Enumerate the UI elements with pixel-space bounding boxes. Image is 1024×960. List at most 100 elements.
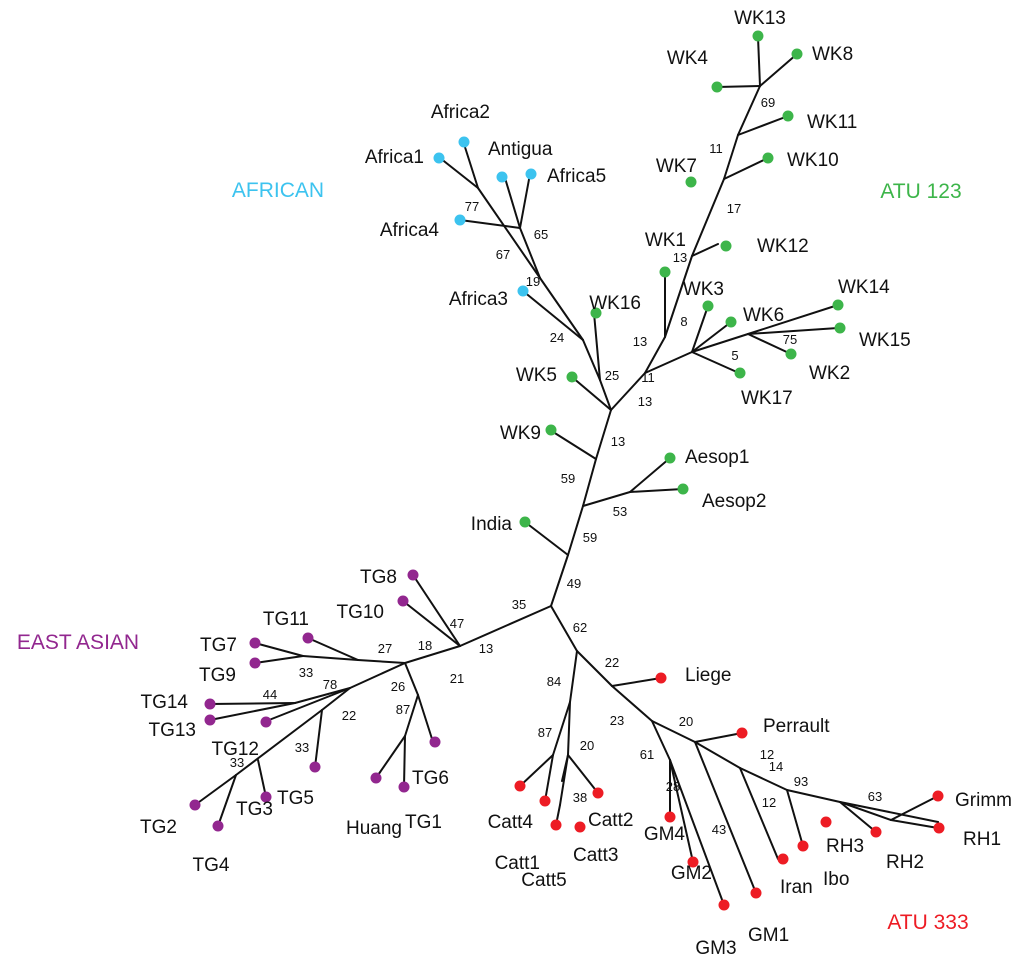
leaf-dot-wk17 [734, 367, 746, 379]
branch-4 [599, 379, 612, 411]
leaf-label-wk9: WK9 [500, 423, 541, 444]
leaf-dot-tg5 [309, 761, 321, 773]
leaf-dot-rh3 [820, 816, 832, 828]
leaf-label-wk7: WK7 [656, 156, 697, 177]
branch-30 [737, 115, 789, 136]
leaf-dot-catt2 [592, 787, 604, 799]
support-value-2: 65 [534, 227, 548, 242]
branch-69 [576, 650, 613, 687]
branch-89 [739, 767, 779, 860]
leaf-label-wk5: WK5 [516, 365, 557, 386]
leaf-dot-huang [370, 772, 382, 784]
branch-3 [595, 409, 612, 460]
support-value-26: 33 [299, 665, 313, 680]
leaf-dot-ibo [797, 840, 809, 852]
branch-73 [519, 754, 554, 787]
branch-70 [611, 677, 662, 687]
leaf-label-wk17: WK17 [741, 388, 793, 409]
leaf-dot-wk14 [832, 299, 844, 311]
leaf-dot-aesop1 [664, 452, 676, 464]
branch-8 [477, 187, 541, 279]
leaf-label-tg13: TG13 [148, 720, 196, 741]
branch-19 [629, 457, 671, 493]
leaf-dot-tg8 [407, 569, 419, 581]
branch-31 [737, 85, 761, 136]
leaf-dot-tg7 [249, 637, 261, 649]
support-value-3: 19 [526, 274, 540, 289]
support-value-7: 11 [709, 141, 723, 156]
leaf-dot-wk13 [752, 30, 764, 42]
leaf-dot-iran [777, 853, 789, 865]
support-value-32: 33 [295, 740, 309, 755]
leaf-dot-liege [655, 672, 667, 684]
leaf-dot-wk9 [545, 424, 557, 436]
support-value-15: 13 [638, 394, 652, 409]
branch-23 [644, 336, 666, 374]
branch-57 [321, 687, 351, 711]
branch-17 [549, 429, 597, 460]
leaf-dot-catt3 [574, 821, 586, 833]
branch-91 [786, 789, 804, 847]
branch-93 [839, 801, 877, 833]
support-value-1: 67 [496, 247, 510, 262]
leaf-dot-tg6 [429, 736, 441, 748]
branch-38 [691, 351, 740, 374]
leaf-label-tg11: TG11 [263, 609, 309, 630]
branch-76 [567, 754, 599, 794]
branch-10 [439, 157, 479, 189]
branch-16 [571, 376, 612, 411]
branch-14 [522, 290, 584, 341]
leaf-label-wk12: WK12 [757, 236, 809, 257]
branch-94 [839, 801, 939, 823]
leaf-label-gm1: GM1 [748, 925, 789, 946]
branch-85 [651, 720, 696, 743]
support-value-4: 24 [550, 330, 564, 345]
leaf-label-gm4: GM4 [644, 824, 686, 845]
branch-67 [403, 735, 406, 788]
leaf-dot-wk1 [659, 266, 671, 278]
branch-61 [217, 774, 237, 827]
leaf-label-wk10: WK10 [787, 150, 839, 171]
branch-66 [375, 735, 406, 779]
branch-6 [539, 277, 584, 341]
leaf-label-tg3: TG3 [236, 799, 273, 820]
branch-35 [644, 351, 693, 374]
leaf-label-wk2: WK2 [809, 363, 850, 384]
branch-39 [691, 333, 749, 353]
branch-32 [757, 36, 761, 87]
leaf-label-wk3: WK3 [683, 279, 724, 300]
support-value-5: 25 [605, 368, 619, 383]
leaf-label-antigua: Antigua [488, 139, 553, 160]
branch-29 [723, 134, 739, 180]
leaf-dot-aesop2 [677, 483, 689, 495]
leaf-label-africa4: Africa4 [380, 220, 440, 241]
branch-7 [519, 227, 541, 279]
leaf-dot-tg1 [398, 781, 410, 793]
branch-28 [723, 157, 769, 180]
leaf-dot-rh2 [870, 826, 882, 838]
leaf-label-wk1: WK1 [645, 230, 686, 251]
branch-36 [691, 305, 709, 353]
support-value-44: 28 [666, 779, 680, 794]
support-value-43: 61 [640, 747, 654, 762]
branch-74 [544, 754, 554, 802]
support-value-12: 75 [783, 332, 797, 347]
leaf-dot-tg2 [189, 799, 201, 811]
leaf-label-wk13: WK13 [734, 8, 786, 29]
leaf-label-wk8: WK8 [812, 44, 853, 65]
branch-60 [194, 774, 237, 806]
leaf-label-tg9: TG9 [199, 665, 236, 686]
branch-26 [691, 243, 719, 257]
branch-21 [524, 521, 569, 556]
branch-51 [302, 655, 359, 661]
leaf-label-aesop2: Aesop2 [702, 491, 766, 512]
leaf-label-catt3: Catt3 [573, 845, 618, 866]
branch-81 [651, 720, 671, 761]
leaf-dot-wk3 [702, 300, 714, 312]
support-value-25: 18 [418, 638, 432, 653]
support-value-29: 26 [391, 679, 405, 694]
leaf-dot-gm1 [750, 887, 762, 899]
leaf-dot-grimm [932, 790, 944, 802]
branch-71 [569, 650, 578, 703]
leaf-dot-tg9 [249, 657, 261, 669]
